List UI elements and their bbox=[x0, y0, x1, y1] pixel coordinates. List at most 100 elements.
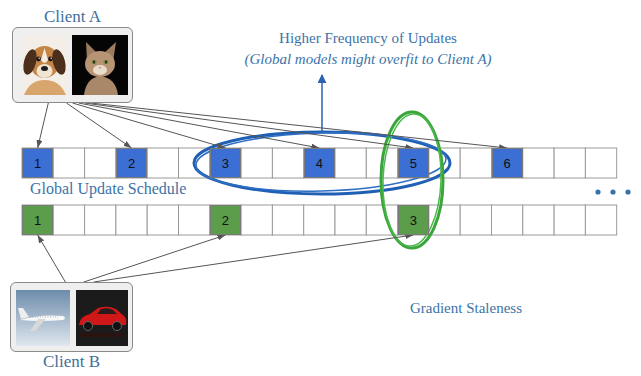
dog-photo bbox=[50, 48, 68, 76]
dog-photo bbox=[39, 58, 40, 59]
update-number: 5 bbox=[410, 157, 417, 170]
update-cell: 1 bbox=[22, 205, 53, 235]
empty-cell bbox=[147, 148, 178, 178]
airplane-photo bbox=[30, 319, 46, 331]
dog-photo bbox=[21, 35, 68, 95]
client-group: Client B bbox=[10, 282, 133, 372]
client-title: Client B bbox=[43, 352, 100, 372]
client-panel bbox=[12, 27, 133, 103]
dog-photo bbox=[37, 64, 53, 78]
annotation-text: (Global models might overfit to Client A… bbox=[244, 51, 491, 68]
label-slot: (Global models might overfit to Client A… bbox=[244, 51, 491, 68]
empty-cell bbox=[335, 205, 366, 235]
empty-cell bbox=[554, 148, 585, 178]
continuation-dots bbox=[625, 189, 630, 194]
update-number: 3 bbox=[222, 157, 229, 170]
update-cell: 2 bbox=[210, 205, 241, 235]
update-arrow bbox=[85, 103, 414, 148]
empty-cell bbox=[523, 148, 554, 178]
cat-photo bbox=[84, 76, 118, 95]
empty-cell bbox=[272, 205, 303, 235]
cat-photo bbox=[105, 60, 107, 64]
empty-cell bbox=[179, 205, 210, 235]
airplane-photo bbox=[16, 290, 70, 346]
airplane-photo bbox=[18, 308, 29, 319]
empty-cell bbox=[85, 148, 116, 178]
update-number: 2 bbox=[128, 157, 135, 170]
annotation-text: Higher Frequency of Updates bbox=[279, 30, 457, 47]
car-photo bbox=[76, 290, 128, 346]
empty-cell bbox=[398, 148, 429, 178]
update-arrow bbox=[94, 235, 414, 282]
empty-cell bbox=[585, 205, 616, 235]
car-photo bbox=[80, 333, 124, 337]
empty-cell bbox=[492, 148, 523, 178]
empty-cell bbox=[53, 205, 84, 235]
leader-arrow bbox=[321, 75, 323, 131]
update-arrow bbox=[91, 103, 507, 148]
update-number: 1 bbox=[34, 157, 41, 170]
update-cell: 5 bbox=[398, 148, 429, 178]
empty-cell bbox=[460, 205, 491, 235]
empty-cell bbox=[272, 148, 303, 178]
update-cell: 4 bbox=[304, 148, 335, 178]
dog-photo bbox=[41, 66, 48, 71]
cat-photo bbox=[93, 60, 95, 64]
continuation-dots bbox=[610, 189, 615, 194]
update-number: 2 bbox=[222, 214, 229, 227]
dog-photo bbox=[51, 58, 52, 59]
empty-cell bbox=[304, 205, 335, 235]
empty-cell bbox=[116, 205, 147, 235]
dog-photo bbox=[21, 35, 68, 95]
empty-cell bbox=[460, 148, 491, 178]
frequency-ellipse bbox=[195, 130, 446, 195]
update-arrow bbox=[84, 235, 226, 282]
empty-cell bbox=[585, 148, 616, 178]
staleness-ellipse bbox=[381, 112, 444, 248]
staleness-ellipse bbox=[381, 112, 443, 248]
staleness-ellipse bbox=[381, 113, 444, 247]
empty-cell bbox=[116, 148, 147, 178]
empty-cell bbox=[335, 148, 366, 178]
client-title: Client A bbox=[44, 7, 101, 27]
update-number: 6 bbox=[504, 157, 511, 170]
car-photo bbox=[84, 322, 93, 331]
update-cell: 3 bbox=[398, 205, 429, 235]
continuation-dots bbox=[595, 189, 600, 194]
update-arrow bbox=[38, 235, 66, 282]
update-arrow bbox=[38, 103, 49, 148]
label-slot: Global Update Schedule bbox=[30, 180, 186, 198]
empty-cell bbox=[85, 205, 116, 235]
label-slot: Gradient Staleness bbox=[410, 300, 522, 317]
car-photo bbox=[113, 322, 122, 331]
update-number: 1 bbox=[34, 214, 41, 227]
annotation-text: Gradient Staleness bbox=[410, 300, 522, 317]
client-box bbox=[10, 282, 133, 352]
client-group: Client A bbox=[12, 7, 133, 103]
client-panel bbox=[10, 282, 133, 352]
cat-photo bbox=[91, 60, 96, 64]
empty-cell bbox=[210, 148, 241, 178]
cat-photo bbox=[72, 35, 128, 95]
empty-cell bbox=[523, 205, 554, 235]
airplane-photo bbox=[30, 316, 58, 317]
empty-cell bbox=[147, 205, 178, 235]
label-slot: Higher Frequency of Updates bbox=[279, 30, 457, 47]
dog-photo bbox=[21, 48, 39, 76]
dog-photo bbox=[41, 48, 48, 63]
update-arrow bbox=[66, 103, 131, 148]
update-cell: 1 bbox=[22, 148, 53, 178]
frequency-ellipse bbox=[194, 130, 450, 195]
car-photo bbox=[76, 290, 128, 346]
cat-photo bbox=[72, 35, 128, 95]
continuation-dots bbox=[595, 189, 630, 194]
dog-photo bbox=[24, 80, 66, 95]
annotation-text: Global Update Schedule bbox=[30, 180, 186, 198]
update-cell: 3 bbox=[210, 148, 241, 178]
empty-cell bbox=[22, 205, 53, 235]
update-cell: 6 bbox=[492, 148, 523, 178]
empty-cell bbox=[241, 148, 272, 178]
empty-cell bbox=[53, 148, 84, 178]
cat-photo bbox=[85, 51, 115, 77]
